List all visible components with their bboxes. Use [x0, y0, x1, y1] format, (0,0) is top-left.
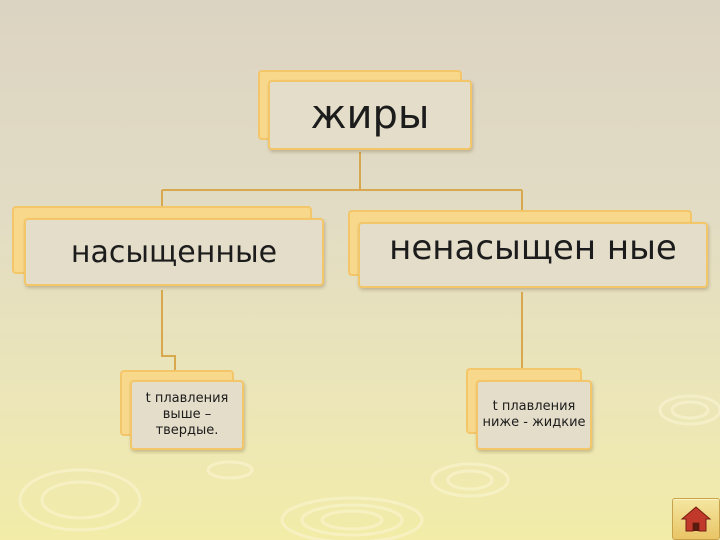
saturated-node: насыщенные: [12, 206, 326, 290]
saturated-property-node: t плавления выше – твердые.: [120, 370, 246, 452]
unsaturated-node: ненасыщен ные: [348, 210, 712, 292]
unsaturated-property-text: t плавления ниже - жидкие: [482, 399, 586, 430]
home-button[interactable]: [672, 498, 720, 540]
saturated-label: насыщенные: [70, 234, 278, 270]
saturated-property-text: t плавления выше – твердые.: [145, 391, 229, 438]
unsaturated-label: ненасыщен ные: [389, 228, 677, 268]
root-node-box: жиры: [268, 80, 472, 150]
root-node: жиры: [258, 70, 474, 152]
saturated-property-box: t плавления выше – твердые.: [130, 380, 244, 450]
unsaturated-property-node: t плавления ниже - жидкие: [466, 368, 594, 452]
saturated-node-box: насыщенные: [24, 218, 324, 286]
unsaturated-node-box: ненасыщен ные: [358, 222, 708, 288]
home-icon: [680, 506, 712, 532]
unsaturated-property-box: t плавления ниже - жидкие: [476, 380, 592, 450]
root-label: жиры: [310, 92, 430, 138]
